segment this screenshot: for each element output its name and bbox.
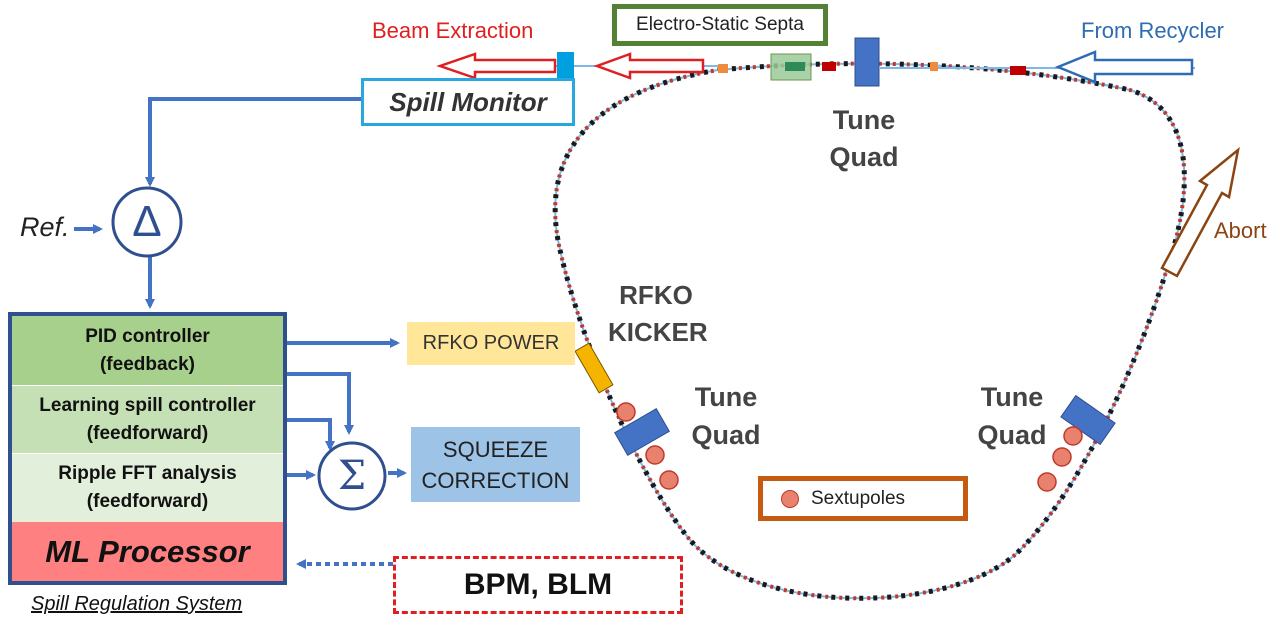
septa-element: [785, 62, 805, 71]
ring-element-red: [1010, 66, 1026, 75]
ripple-fft-block: Ripple FFT analysis (feedforward): [12, 454, 283, 522]
tune-quad-left-label-line1: Tune: [694, 382, 758, 412]
tune-quad-top-label-line1: Tune: [832, 105, 896, 135]
tune-quad-right-label-line2: Quad: [977, 420, 1047, 450]
sextupoles-right: [1037, 426, 1083, 492]
from-recycler-label: From Recycler: [1081, 18, 1225, 43]
learning-controller-line1: Learning spill controller: [39, 394, 256, 416]
pid-controller-line1: PID controller: [85, 325, 210, 347]
extraction-arrow-2: [436, 52, 557, 80]
rfko-kicker-label-line1: RFKO: [619, 280, 693, 310]
sextupoles-label: Sextupoles: [811, 487, 906, 509]
sigma-symbol: Σ: [337, 453, 367, 499]
spill-monitor-to-delta: [145, 97, 361, 187]
pid-controller-block: PID controller (feedback): [12, 316, 283, 386]
learning-controller-block: Learning spill controller (feedforward): [12, 386, 283, 454]
spill-regulation-system-caption: Spill Regulation System: [31, 593, 243, 615]
pid-controller-line2: (feedback): [99, 353, 196, 375]
sextupoles-legend: Sextupoles: [758, 476, 968, 521]
rfko-kicker-label-line2: KICKER: [608, 317, 708, 347]
squeeze-correction-line2: CORRECTION: [421, 467, 570, 493]
abort-arrow: [1160, 146, 1240, 278]
ml-processor-block: ML Processor: [12, 522, 283, 581]
delta-comparator: [111, 186, 183, 258]
sextupoles-left: [616, 402, 679, 490]
ring-magnets: [552, 61, 1187, 601]
recycler-arrow: [1054, 50, 1194, 84]
learning-to-sigma: [287, 418, 335, 451]
tune-quad-right-label-line1: Tune: [980, 382, 1044, 412]
ring-element-orange-2: [930, 62, 938, 71]
tune-quad-left: [614, 408, 670, 456]
abort-label: Abort: [1214, 218, 1267, 243]
beam-extraction-label: Beam Extraction: [372, 18, 534, 43]
rfko-power-box: RFKO POWER: [407, 322, 575, 365]
ring-magnets-red: [553, 61, 1187, 601]
ripple-fft-line1: Ripple FFT analysis: [58, 463, 237, 484]
sextupole-icon: [781, 489, 799, 508]
sigma-summer: [317, 441, 387, 511]
ring-element-red-2: [822, 62, 836, 71]
electrostatic-septa-label: Electro-Static Septa: [612, 4, 828, 46]
tune-quad-top: [854, 37, 880, 87]
ripple-fft-line2: (feedforward): [86, 491, 209, 512]
squeeze-correction-line1: SQUEEZE: [442, 436, 549, 462]
extraction-monitor-block: [557, 52, 574, 78]
ring-element-orange-1: [718, 64, 728, 73]
tune-quad-top-label-line2: Quad: [829, 142, 899, 172]
rfko-kicker: [574, 342, 614, 394]
learning-controller-line2: (feedforward): [86, 422, 209, 444]
bpm-blm-box: BPM, BLM: [393, 556, 683, 614]
pid-to-sigma: [287, 372, 354, 435]
spill-monitor-box: Spill Monitor: [361, 78, 575, 126]
tune-quad-left-label-line2: Quad: [691, 420, 761, 450]
delta-symbol: Δ: [132, 197, 162, 246]
squeeze-correction-box: SQUEEZE CORRECTION: [411, 427, 580, 502]
extraction-arrow-1: [593, 52, 705, 80]
ref-label: Ref.: [20, 212, 70, 242]
spill-regulation-system-box: PID controller (feedback) Learning spill…: [8, 312, 287, 585]
